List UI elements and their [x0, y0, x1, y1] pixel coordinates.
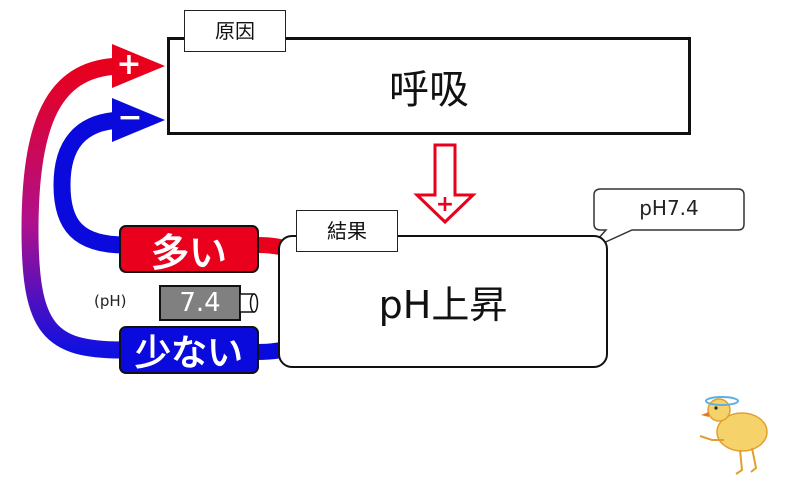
plus-sign: + [116, 47, 142, 82]
result-title: pH上昇 [378, 283, 508, 327]
few-pill: 少ない [119, 326, 259, 374]
many-pill: 多い [119, 225, 259, 275]
bubble-text: pH7.4 [639, 196, 699, 220]
cause-title: 呼吸 [389, 67, 469, 113]
ph-meter-value: 7.4 [179, 288, 221, 318]
cause-box: 呼吸 [167, 37, 691, 135]
down-arrow [413, 143, 477, 225]
chick-doodle [699, 396, 768, 475]
result-box: pH上昇 [278, 235, 608, 368]
ph-unit-label: (pH) [94, 292, 127, 310]
minus-sign: − [117, 100, 143, 135]
result-tag: 結果 [296, 210, 398, 252]
outer-feedback-arrow [21, 57, 123, 359]
down-arrow-plus: + [435, 192, 455, 217]
outer-arrow-head [112, 44, 165, 88]
inner-feedback-arrow [53, 111, 126, 254]
cause-tag: 原因 [184, 10, 286, 52]
speech-bubble [587, 188, 745, 251]
inner-arrow-head [112, 98, 165, 142]
